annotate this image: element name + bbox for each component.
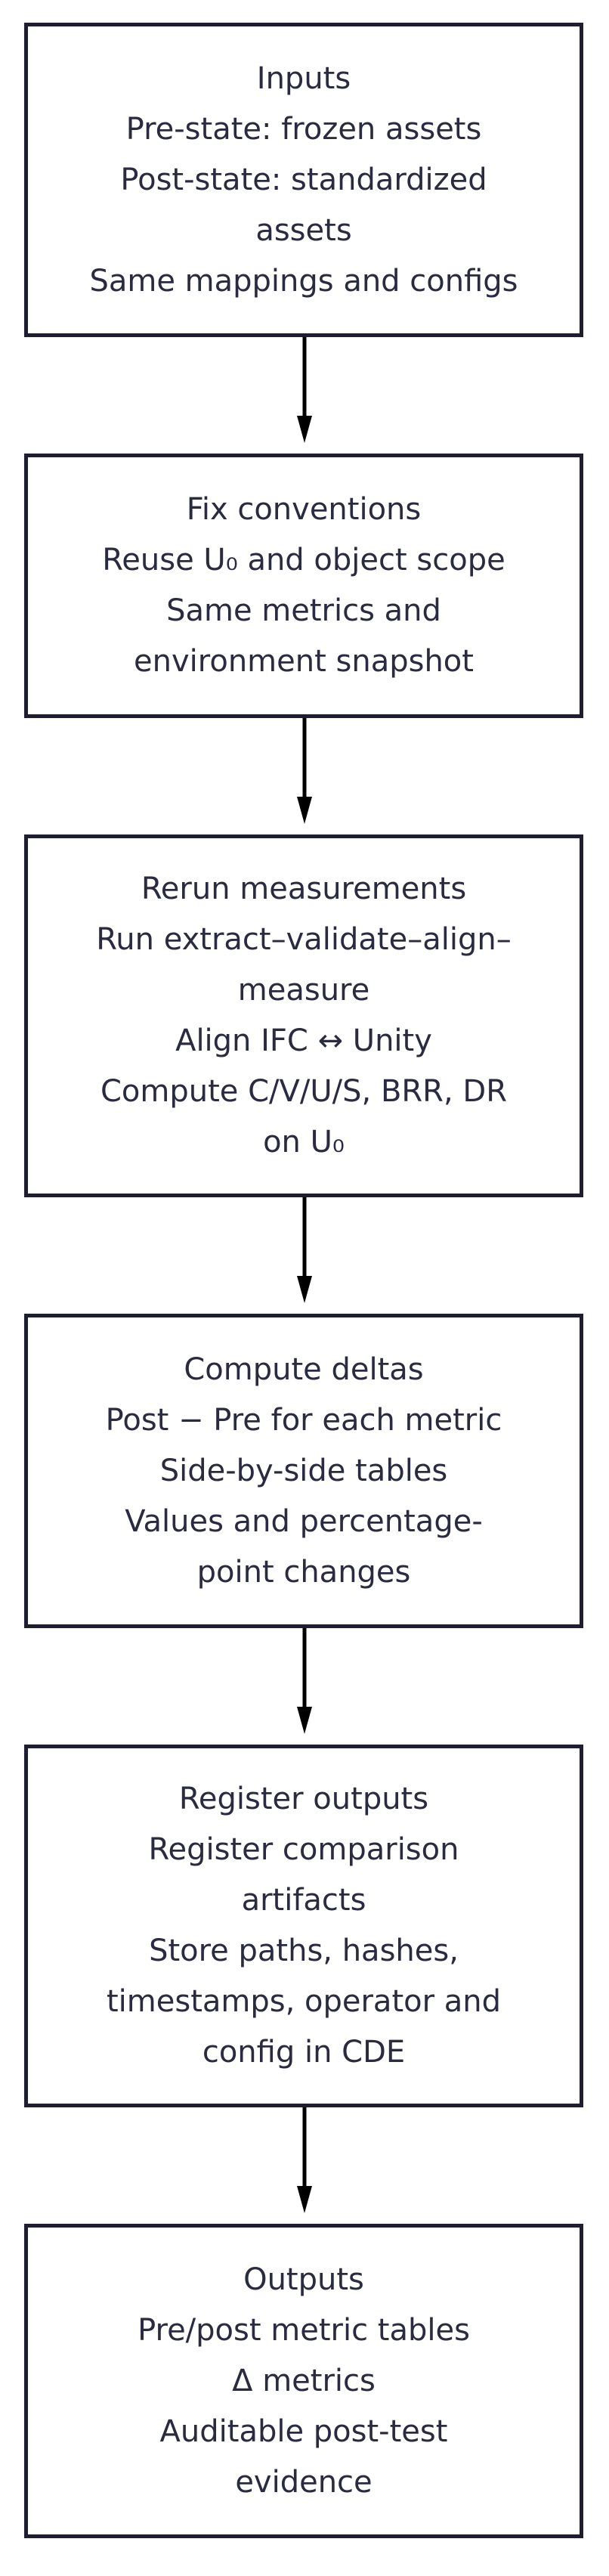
- node-register-outputs: Register outputs Register comparison art…: [24, 1745, 583, 2107]
- node-text-line: point changes: [196, 1554, 411, 1590]
- node-text-line: Same metrics and: [166, 593, 441, 628]
- node-text-line: assets: [255, 212, 352, 248]
- node-compute-deltas: Compute deltas Post − Pre for each metri…: [24, 1314, 583, 1628]
- arrow-down-icon: [297, 1628, 312, 1734]
- node-title: Inputs: [256, 60, 351, 96]
- node-outputs: Outputs Pre/post metric tables Δ metrics…: [24, 2224, 583, 2538]
- node-text-line: Register comparison: [148, 1832, 459, 1867]
- node-text-line: Reuse U₀ and object scope: [102, 543, 505, 577]
- node-text-line: artifacts: [241, 1883, 366, 1918]
- node-rerun-measurements: Rerun measurements Run extract–validate–…: [24, 834, 583, 1197]
- node-text-line: config in CDE: [202, 2035, 406, 2070]
- node-text-line: Auditable post-test: [159, 2413, 448, 2449]
- node-text-line: on U₀: [263, 1125, 345, 1160]
- arrow-down-icon: [297, 337, 312, 443]
- arrow-down-icon: [297, 718, 312, 824]
- node-text-line: Run extract–validate–align–: [96, 922, 512, 957]
- node-text-line: Same mappings and configs: [89, 263, 518, 299]
- node-text-line: evidence: [235, 2464, 373, 2500]
- node-text-line: Store paths, hashes,: [149, 1934, 459, 1968]
- node-title: Outputs: [243, 2262, 364, 2297]
- node-text-line: Post-state: standardized: [120, 162, 487, 197]
- node-text-line: Post − Pre for each metric: [105, 1402, 502, 1438]
- arrow-down-icon: [297, 1197, 312, 1303]
- node-text-line: Δ metrics: [232, 2363, 376, 2398]
- node-text-line: Pre/post metric tables: [138, 2312, 470, 2348]
- node-fix-conventions: Fix conventions Reuse U₀ and object scop…: [24, 454, 583, 718]
- node-text-line: Pre-state: frozen assets: [125, 111, 482, 147]
- node-text-line: measure: [237, 973, 370, 1008]
- node-text-line: Values and percentage-: [125, 1503, 483, 1539]
- node-title: Register outputs: [178, 1782, 429, 1816]
- node-text-line: timestamps, operator and: [106, 1984, 502, 2019]
- node-text-line: environment snapshot: [134, 644, 474, 679]
- node-text-line: Side-by-side tables: [159, 1453, 448, 1488]
- node-text-line: Align IFC ↔ Unity: [175, 1023, 432, 1058]
- node-inputs: Inputs Pre-state: frozen assets Post-sta…: [24, 23, 583, 337]
- node-title: Rerun measurements: [141, 872, 467, 906]
- arrow-down-icon: [297, 2107, 312, 2213]
- node-title: Compute deltas: [184, 1351, 424, 1387]
- node-text-line: Compute C/V/U/S, BRR, DR: [100, 1074, 507, 1109]
- node-title: Fix conventions: [186, 492, 422, 527]
